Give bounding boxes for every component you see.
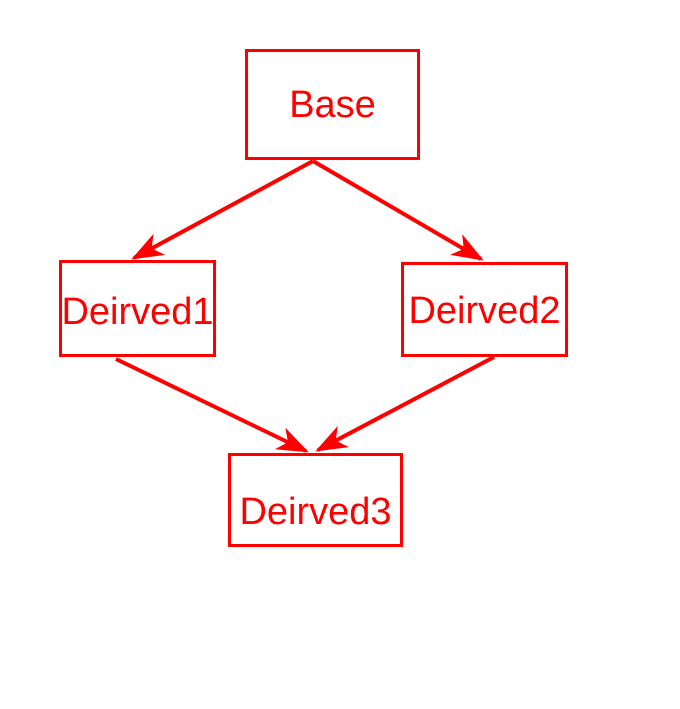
node-derived3-label: Deirved3: [239, 491, 392, 533]
edge-derived1-derived3-arrow: [115, 357, 309, 453]
node-derived1: Deirved1: [59, 260, 216, 357]
node-derived1-label: Deirved1: [61, 290, 214, 333]
node-base: Base: [245, 49, 420, 160]
node-derived2-label: Deirved2: [408, 289, 561, 332]
node-derived2: Deirved2: [401, 262, 568, 357]
edge-base-derived2-arrow: [311, 159, 484, 261]
node-derived3: Deirved3: [228, 453, 403, 547]
edge-base-derived1-arrow: [131, 159, 314, 260]
edge-derived2-derived3-arrow: [315, 355, 495, 452]
node-base-label: Base: [289, 83, 376, 126]
